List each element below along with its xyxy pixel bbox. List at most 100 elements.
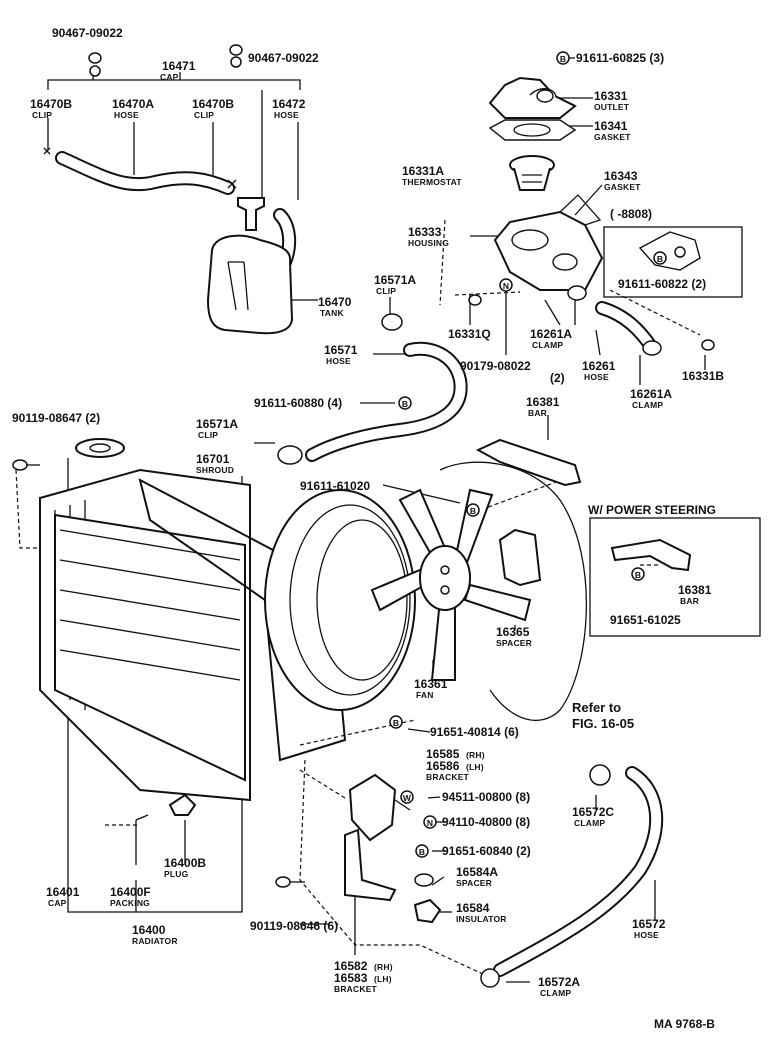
svg-text:B: B <box>657 254 663 264</box>
part-number: (2) <box>550 371 565 385</box>
clamp-icon <box>567 285 587 301</box>
screw-icon <box>229 44 243 68</box>
bolt-marker-icon: B <box>415 844 429 858</box>
part-number: 16471 <box>162 59 196 73</box>
part-name: CLIP <box>198 430 218 440</box>
bolt-marker-icon: B <box>398 396 412 410</box>
part-labels: 90467-09022 90467-09022 16471 CAP 16470B… <box>12 26 724 1031</box>
part-name: (RH) <box>466 750 485 760</box>
part-number: 90179-08022 <box>460 359 531 373</box>
part-name: THERMOSTAT <box>402 177 462 187</box>
screw-icon <box>88 52 102 77</box>
screw-icon <box>12 459 40 471</box>
part-number: 16472 <box>272 97 306 111</box>
part-number: 91611-60880 (4) <box>254 396 342 410</box>
part-number: 16572A <box>538 975 580 989</box>
part-number: 16261A <box>630 387 672 401</box>
part-name: HOSE <box>274 110 299 120</box>
figure-code: MA 9768-B <box>654 1017 715 1031</box>
parts-artwork <box>12 44 761 988</box>
inset-box-early-model <box>603 226 743 298</box>
drive-belt <box>439 461 587 721</box>
bolt-marker-icon: B <box>631 567 645 581</box>
part-number: 16571A <box>196 417 238 431</box>
part-number: 16341 <box>594 119 628 133</box>
clip-icon <box>277 445 303 465</box>
part-number: 90467-09022 <box>52 26 123 40</box>
part-number: 16572C <box>572 805 614 819</box>
thermostat-housing <box>493 210 604 291</box>
part-number: 16584A <box>456 865 498 879</box>
clamp-icon <box>642 340 662 356</box>
part-name: PLUG <box>164 869 189 879</box>
svg-text:B: B <box>419 847 425 857</box>
part-number: 16470 <box>318 295 352 309</box>
part-name: SHROUD <box>196 465 234 475</box>
part-name: HOUSING <box>408 238 449 248</box>
clip-icon <box>227 179 237 189</box>
svg-text:B: B <box>393 718 399 728</box>
part-name: CLIP <box>376 286 396 296</box>
part-name: BRACKET <box>334 984 378 994</box>
part-number: 91611-60822 (2) <box>618 277 706 291</box>
bolt-marker-icon: B <box>556 51 570 65</box>
part-name: PACKING <box>110 898 150 908</box>
svg-text:B: B <box>560 54 566 64</box>
lower-bracket <box>344 828 397 902</box>
clip-icon <box>43 147 51 155</box>
part-name: GASKET <box>594 132 631 142</box>
part-number: 16381 <box>526 395 560 409</box>
part-number: 16400B <box>164 856 206 870</box>
clamp-icon <box>480 968 500 988</box>
part-name: OUTLET <box>594 102 630 112</box>
bolt-marker-icon: B <box>466 503 480 517</box>
part-name: HOSE <box>584 372 609 382</box>
part-number: 91611-60825 (3) <box>576 51 664 65</box>
part-name: CAP <box>160 72 179 82</box>
nut-marker-icon: N <box>423 815 437 829</box>
part-name: FAN <box>416 690 434 700</box>
part-number: 16343 <box>604 169 638 183</box>
radiator-support-bracket <box>348 773 397 842</box>
refer-note: FIG. 16-05 <box>572 716 634 731</box>
part-number: 16400 <box>132 923 166 937</box>
radiator-core <box>39 468 251 802</box>
inset-box-power-steering <box>589 517 761 637</box>
refer-note: Refer to <box>572 700 621 715</box>
thermostat <box>509 155 555 191</box>
part-number: 94511-00800 (8) <box>442 790 530 804</box>
part-number: 16571A <box>374 273 416 287</box>
part-number: 16331 <box>594 89 628 103</box>
part-number: 91651-60840 (2) <box>442 844 531 858</box>
clamp-icon <box>589 764 611 786</box>
part-name: HOSE <box>634 930 659 940</box>
part-name: SPACER <box>456 878 492 888</box>
part-number: 16331A <box>402 164 444 178</box>
part-name: GASKET <box>604 182 641 192</box>
fan-ring <box>264 489 416 711</box>
part-number: 91651-61025 <box>610 613 681 627</box>
markers: B B B B B B B N N W <box>389 51 667 858</box>
screw-icon <box>275 876 305 888</box>
part-name: TANK <box>320 308 344 318</box>
part-number: 94110-40800 (8) <box>442 815 530 829</box>
part-number: 91611-61020 <box>300 479 370 493</box>
fan-spacer <box>498 528 542 587</box>
washer-marker-icon: W <box>400 790 414 804</box>
part-number: 16470B <box>192 97 234 111</box>
svg-text:B: B <box>402 399 408 409</box>
part-number: ( -8808) <box>610 207 652 221</box>
clip-icon <box>381 313 403 331</box>
part-name: SPACER <box>496 638 532 648</box>
part-name: INSULATOR <box>456 914 507 924</box>
clip-icon <box>701 339 715 351</box>
part-name: (LH) <box>466 762 484 772</box>
radiator-cap <box>75 438 125 458</box>
outlet-gasket <box>488 119 577 141</box>
svg-text:B: B <box>635 570 641 580</box>
part-name: RADIATOR <box>132 936 178 946</box>
part-name: (RH) <box>374 962 393 972</box>
part-number: 16400F <box>110 885 151 899</box>
part-number: 16470A <box>112 97 154 111</box>
